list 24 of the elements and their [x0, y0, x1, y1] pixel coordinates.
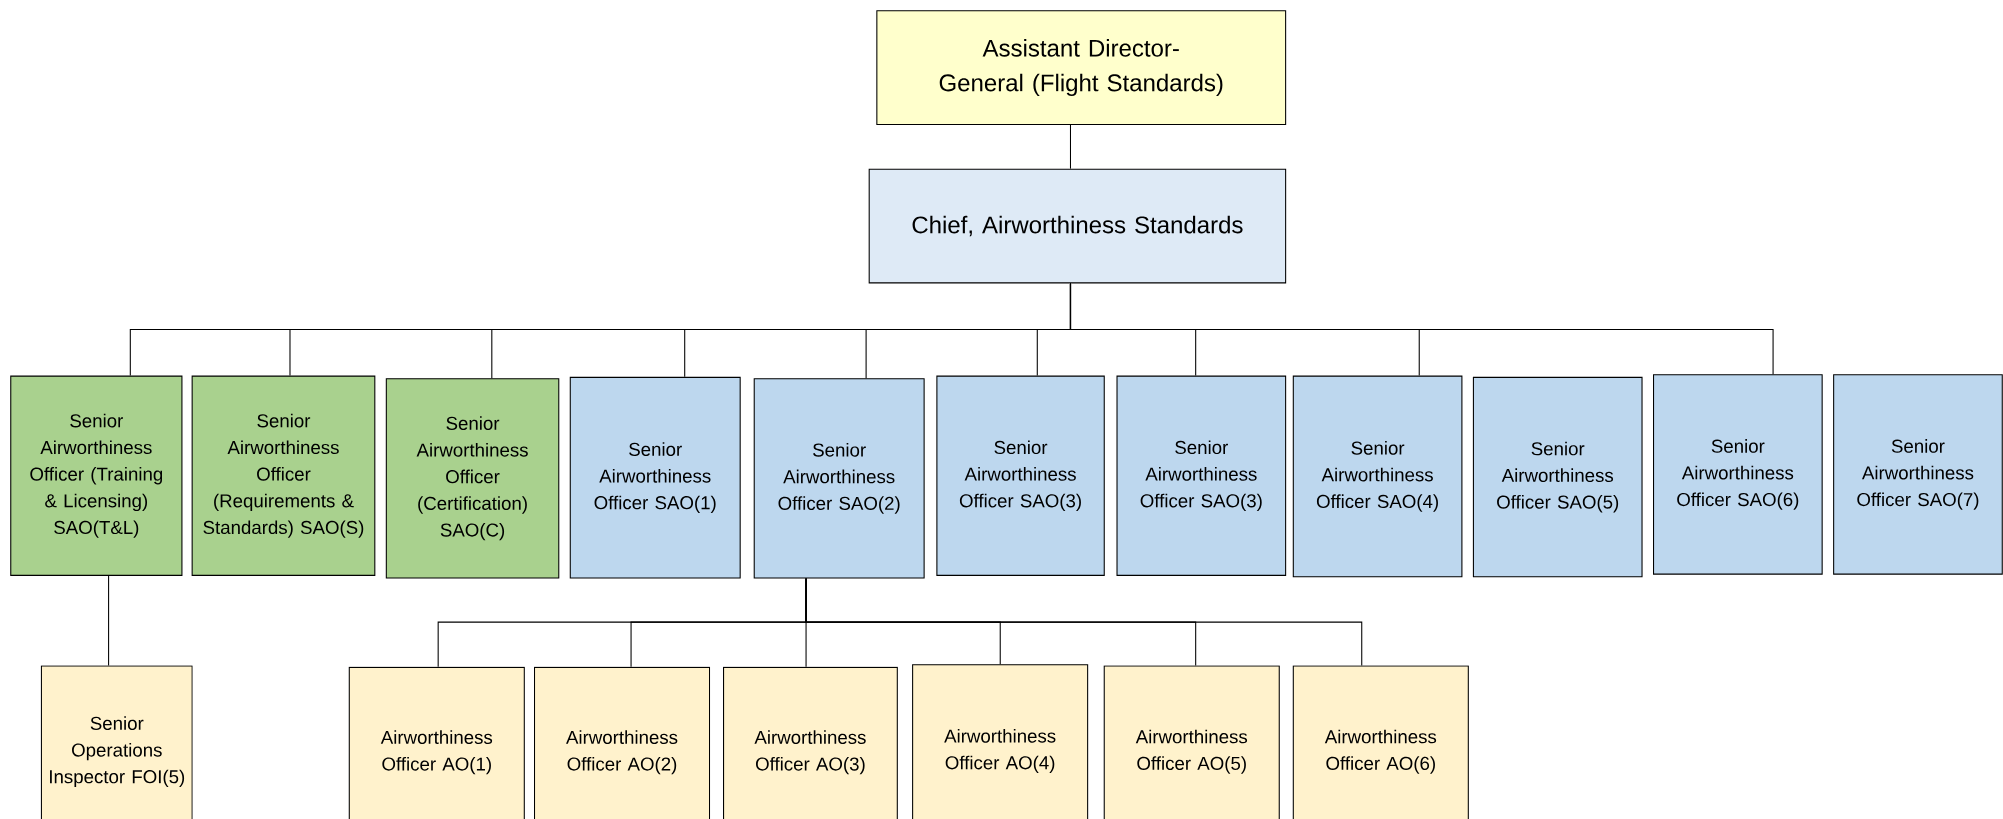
- chart-box: Senior Airworthiness Officer SAO(7): [1833, 374, 2003, 575]
- chart-box: Airworthiness Officer AO(4): [912, 664, 1089, 819]
- chart-box: Senior Airworthiness Officer (Certification) SAO(C): [385, 378, 560, 579]
- chart-box: Senior Airworthiness Officer SAO(4): [1292, 375, 1463, 578]
- chart-box: Airworthiness Officer AO(5): [1103, 665, 1280, 819]
- chart-box: Airworthiness Officer AO(2): [533, 666, 711, 819]
- chart-box: Chief, Airworthiness Standards: [868, 168, 1287, 284]
- chart-box: Airworthiness Officer AO(6): [1292, 665, 1469, 819]
- chart-box: Assistant Director- General (Flight Standards): [876, 10, 1287, 125]
- chart-box: Senior Operations Inspector FOI(5): [40, 665, 193, 819]
- chart-box: Senior Airworthiness Officer SAO(3): [936, 375, 1105, 576]
- chart-box: Senior Airworthiness Officer SAO(6): [1653, 374, 1823, 575]
- chart-box: Senior Airworthiness Officer SAO(2): [753, 378, 925, 579]
- chart-box: Airworthiness Officer AO(1): [348, 666, 525, 819]
- connector-line: [108, 575, 110, 667]
- chart-box: Senior Airworthiness Officer (Requirements & Standards) SAO(S): [191, 375, 376, 576]
- connector-line: [805, 577, 1363, 667]
- chart-box: Airworthiness Officer AO(3): [723, 666, 898, 819]
- connector-line: [1069, 282, 1774, 375]
- chart-box: Senior Airworthiness Officer (Training & Licensing) SAO(T&L): [10, 375, 183, 576]
- chart-box: Senior Airworthiness Officer SAO(1): [569, 376, 741, 579]
- chart-box: Senior Airworthiness Officer SAO(5): [1472, 376, 1643, 578]
- connector-line: [1069, 124, 1072, 170]
- chart-box: Senior Airworthiness Officer SAO(3): [1116, 375, 1287, 576]
